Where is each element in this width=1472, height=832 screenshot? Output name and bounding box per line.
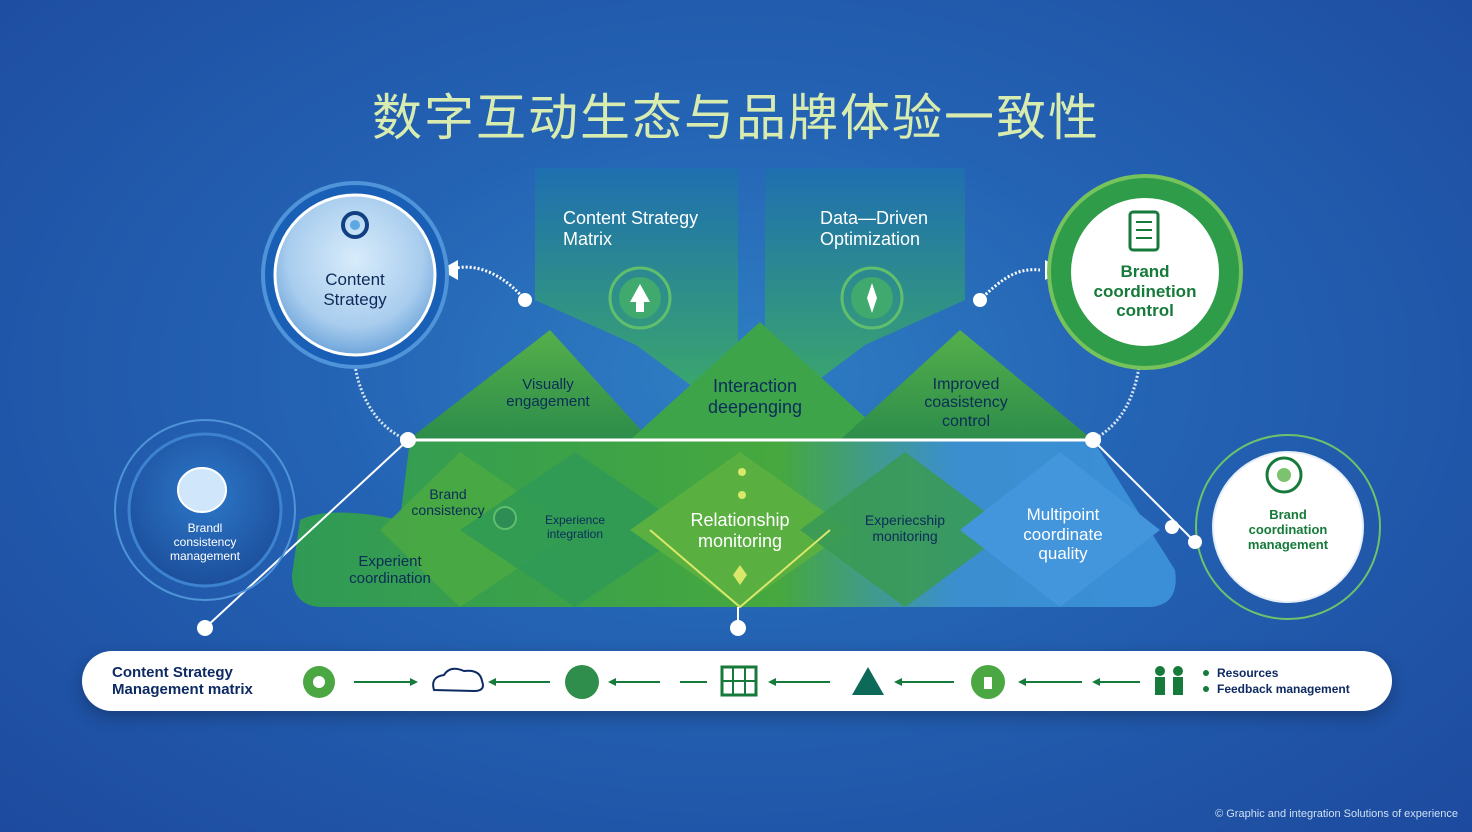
label-experience-integration: Experience integration — [544, 513, 606, 541]
people-icon — [1173, 666, 1183, 676]
label-brand-coordination-management: Brand coordination management — [1247, 507, 1329, 552]
document-icon — [1128, 210, 1160, 252]
arrowhead — [410, 678, 418, 686]
head-icon-core — [350, 220, 360, 230]
connector-right-down — [1092, 359, 1142, 442]
node-content-strategy[interactable] — [273, 193, 437, 357]
bullet-icon — [1203, 686, 1209, 692]
people-icon-body — [1155, 677, 1165, 695]
triangle-improved-consistency — [840, 330, 1093, 440]
bottom-bar-label: Content Strategy Management matrix — [112, 664, 253, 698]
arrowhead — [1092, 678, 1100, 686]
label-multipoint-quality: Multipoint coordinate quality — [1023, 505, 1103, 564]
junction-dot — [973, 293, 987, 307]
node-left-outer-ring — [114, 419, 296, 601]
arrowhead — [608, 678, 616, 686]
tree-icon-glyph — [630, 284, 650, 312]
cloud-orb-icon — [177, 467, 227, 513]
triangle-interaction-deepening — [630, 322, 890, 440]
panel-left-icon-ring — [608, 266, 672, 330]
panel-title-data-driven-optimization: Data—Driven Optimization — [820, 208, 929, 249]
node-brand-coordination-management[interactable] — [1212, 451, 1364, 603]
arrowhead — [488, 678, 496, 686]
circle-icon — [565, 665, 599, 699]
label-visually-engagement: Visually engagement — [506, 376, 590, 411]
label-experience-monitoring: Experiecship monitoring — [864, 512, 946, 545]
label-brand-consistency: Brand consistency — [411, 486, 485, 519]
emblem-icon — [1265, 456, 1303, 494]
tile-experience-monitoring — [800, 452, 1010, 607]
junction-dot — [1085, 432, 1101, 448]
label-content-strategy: Content Strategy — [323, 270, 387, 309]
connector-right-top — [978, 268, 1041, 302]
bottom-bar-icons — [303, 665, 1209, 699]
junction-dot — [518, 293, 532, 307]
bubble-icon — [493, 506, 517, 530]
panel-title-content-strategy-matrix: Content Strategy Matrix — [563, 208, 699, 249]
junction-dot — [730, 620, 746, 636]
tile-multipoint — [960, 452, 1160, 607]
footer-credit: © Graphic and integration Solutions of e… — [1215, 808, 1458, 820]
target-icon-core — [313, 676, 325, 688]
connector-left-top — [449, 265, 527, 301]
bottom-bar-legend: Resources Feedback management — [1217, 665, 1350, 697]
arrow-left-icon — [440, 260, 458, 280]
emblem-icon-core — [1277, 468, 1291, 482]
panel-right-icon-ring — [840, 266, 904, 330]
arrowhead — [1018, 678, 1026, 686]
label-relationship-monitoring: Relationship monitoring — [690, 510, 790, 551]
arrowhead — [768, 678, 776, 686]
label-brand-coordination-control: Brand coordinetion control — [1093, 262, 1197, 321]
label-brand-consistency-management: Brandl consistency management — [169, 521, 241, 563]
triangle-visually-engagement — [408, 330, 650, 440]
legend-item: Feedback management — [1217, 682, 1350, 696]
dot-icon — [738, 468, 746, 476]
diamond-icon — [733, 565, 747, 585]
label-improved-consistency: Improved coasistency control — [924, 376, 1008, 430]
junction-dot — [1188, 535, 1202, 549]
arrowhead — [894, 678, 902, 686]
tree-icon — [852, 667, 884, 695]
connector-left-down — [353, 364, 409, 442]
tile-relationship — [630, 452, 850, 607]
dot-icon — [738, 491, 746, 499]
cloud-icon — [432, 667, 484, 693]
link-left — [204, 439, 409, 629]
node-brand-coordination-control[interactable] — [1071, 198, 1219, 346]
bullet-icon — [1203, 670, 1209, 676]
junction-dot — [400, 432, 416, 448]
page-title: 数字互动生态与品牌体验一致性 — [372, 89, 1100, 147]
people-icon — [1155, 666, 1165, 676]
head-icon — [341, 211, 369, 239]
spark-icon-glyph — [867, 283, 877, 313]
bottom-bar: Content Strategy Management matrix — [82, 651, 1392, 711]
node-right-outer-ring — [1195, 434, 1381, 620]
junction-dot — [197, 620, 213, 636]
label-interaction-deepening: Interaction deepenging — [707, 376, 803, 417]
tile-experience-integration — [460, 452, 690, 607]
people-icon-body — [1173, 677, 1183, 695]
label-experience-coordination: Experient coordination — [349, 553, 431, 588]
relationship-outline — [649, 529, 831, 609]
junction-dot — [1165, 520, 1179, 534]
plant-icon-glyph — [984, 677, 992, 689]
legend-item: Resources — [1217, 666, 1279, 680]
